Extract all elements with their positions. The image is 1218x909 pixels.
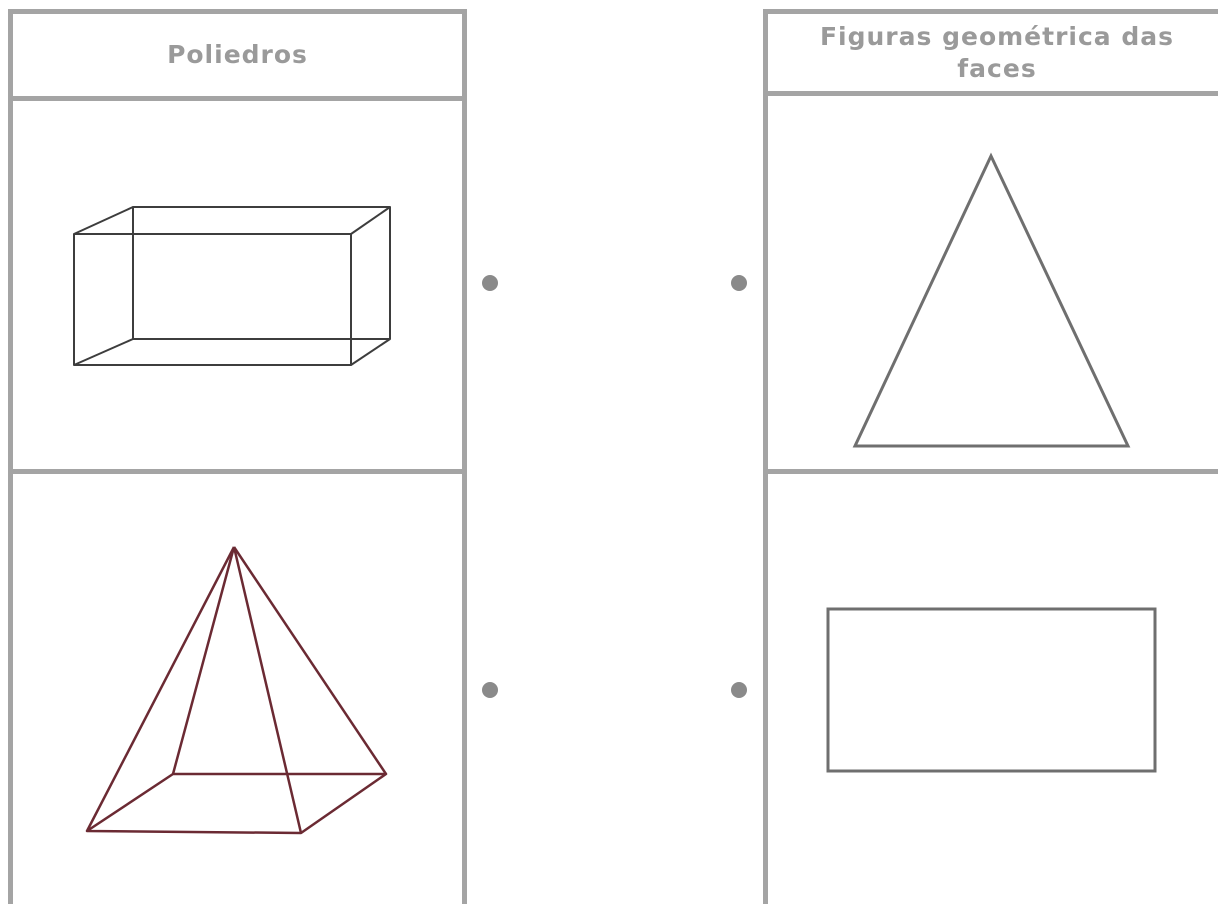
row-divider	[13, 469, 462, 474]
rectangle-icon	[826, 607, 1157, 773]
match-dot-right-1[interactable]	[731, 275, 747, 291]
polyhedron-cell-prism	[13, 101, 462, 469]
match-dot-left-1[interactable]	[482, 275, 498, 291]
rectangular-prism-icon	[73, 206, 391, 366]
face-cell-rectangle	[768, 474, 1218, 909]
square-pyramid-icon	[85, 546, 388, 835]
match-dot-left-2[interactable]	[482, 682, 498, 698]
face-shapes-header: Figuras geométrica das faces	[768, 14, 1218, 96]
polyhedra-header: Poliedros	[13, 14, 462, 101]
polyhedra-column: Poliedros	[8, 9, 467, 904]
face-cell-triangle	[768, 101, 1218, 469]
polyhedron-cell-pyramid	[13, 474, 462, 909]
triangle-icon	[852, 152, 1131, 448]
face-shapes-column: Figuras geométrica das faces	[763, 9, 1218, 904]
match-dot-right-2[interactable]	[731, 682, 747, 698]
row-divider	[768, 469, 1218, 474]
